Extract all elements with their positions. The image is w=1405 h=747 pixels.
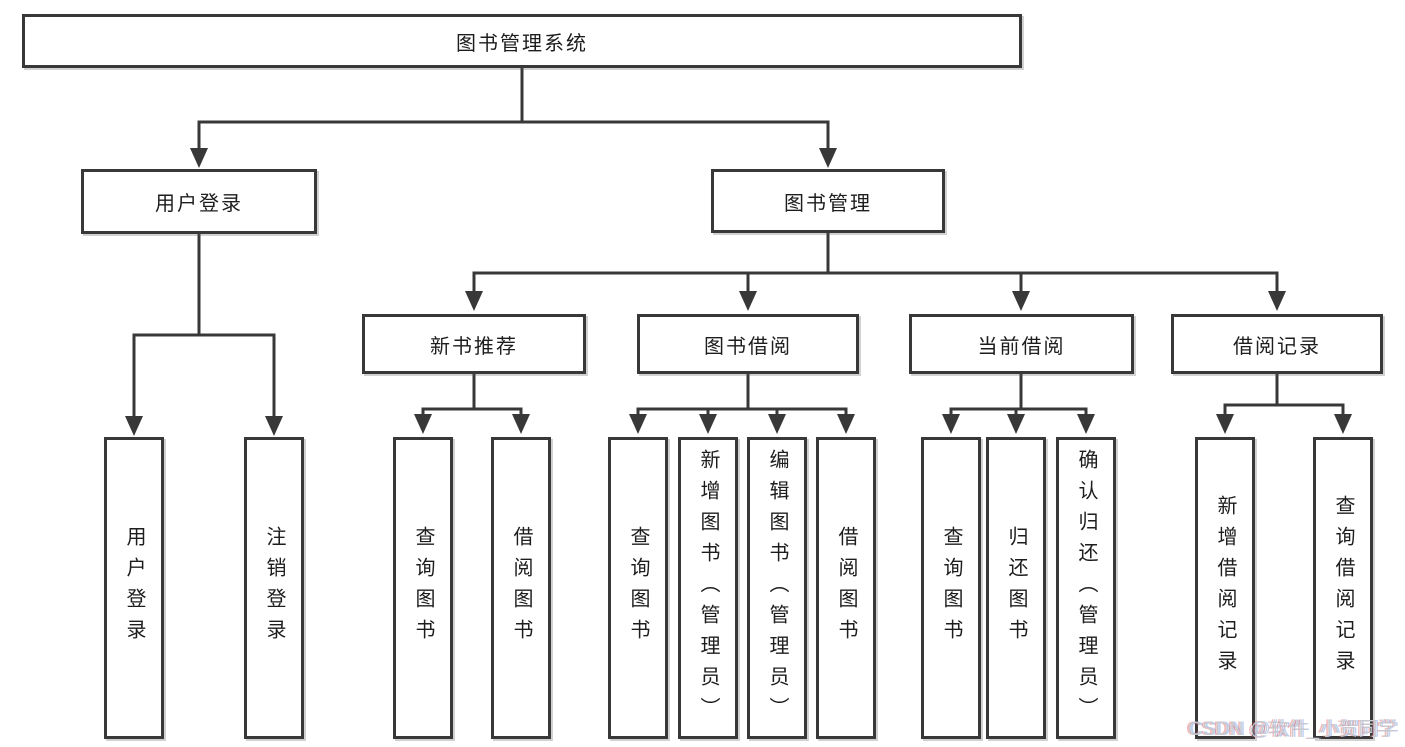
leaf-logout-label: 注销登录 (263, 526, 285, 650)
node-user-login-label: 用户登录 (155, 193, 243, 215)
leaf-borrow-book: 借阅图书 (816, 437, 876, 739)
node-borrow-record-label: 借阅记录 (1233, 335, 1321, 358)
leaf-query-borrow-record: 查询借阅记录 (1313, 437, 1373, 739)
node-current-borrow-label: 当前借阅 (977, 335, 1066, 358)
leaf-user-login: 用户登录 (104, 437, 164, 739)
leaf-query-book-recommend-label: 查询图书 (412, 526, 434, 650)
node-book-borrow: 图书借阅 (637, 314, 859, 374)
leaf-query-book-current-label: 查询图书 (940, 526, 962, 650)
leaf-add-borrow-record: 新增借阅记录 (1195, 437, 1255, 739)
node-root-label: 图书管理系统 (456, 32, 588, 55)
leaf-add-borrow-record-label: 新增借阅记录 (1214, 495, 1236, 681)
node-borrow-record: 借阅记录 (1171, 314, 1383, 374)
leaf-query-book-borrow: 查询图书 (608, 437, 668, 739)
node-new-book-recommend-label: 新书推荐 (430, 335, 518, 358)
leaf-return-book-label: 归还图书 (1005, 526, 1027, 650)
leaf-borrow-book-recommend-label: 借阅图书 (510, 526, 532, 650)
leaf-add-book-admin-label: 新增图书（管理员） (697, 448, 719, 728)
node-book-management: 图书管理 (711, 169, 945, 233)
leaf-borrow-book-label: 借阅图书 (835, 526, 857, 650)
leaf-add-book-admin: 新增图书（管理员） (678, 437, 738, 739)
leaf-user-login-label: 用户登录 (123, 526, 145, 650)
node-root-library-system: 图书管理系统 (22, 14, 1022, 68)
node-book-borrow-label: 图书借阅 (704, 335, 792, 358)
node-new-book-recommend: 新书推荐 (362, 314, 586, 374)
leaf-query-book-borrow-label: 查询图书 (627, 526, 649, 650)
leaf-return-book: 归还图书 (986, 437, 1046, 739)
leaf-confirm-return-admin: 确认归还（管理员） (1056, 437, 1116, 739)
leaf-edit-book-admin-label: 编辑图书（管理员） (766, 448, 788, 728)
node-current-borrow: 当前借阅 (909, 314, 1134, 374)
leaf-query-book-current: 查询图书 (921, 437, 981, 739)
leaf-borrow-book-recommend: 借阅图书 (491, 437, 551, 739)
csdn-watermark: CSDN @软件_小贺同学 (1188, 719, 1398, 740)
leaf-edit-book-admin: 编辑图书（管理员） (747, 437, 807, 739)
node-book-management-label: 图书管理 (784, 192, 872, 215)
node-user-login: 用户登录 (81, 169, 317, 234)
leaf-query-book-recommend: 查询图书 (393, 437, 453, 739)
leaf-logout: 注销登录 (244, 437, 304, 739)
leaf-confirm-return-admin-label: 确认归还（管理员） (1075, 448, 1097, 728)
leaf-query-borrow-record-label: 查询借阅记录 (1332, 495, 1354, 681)
